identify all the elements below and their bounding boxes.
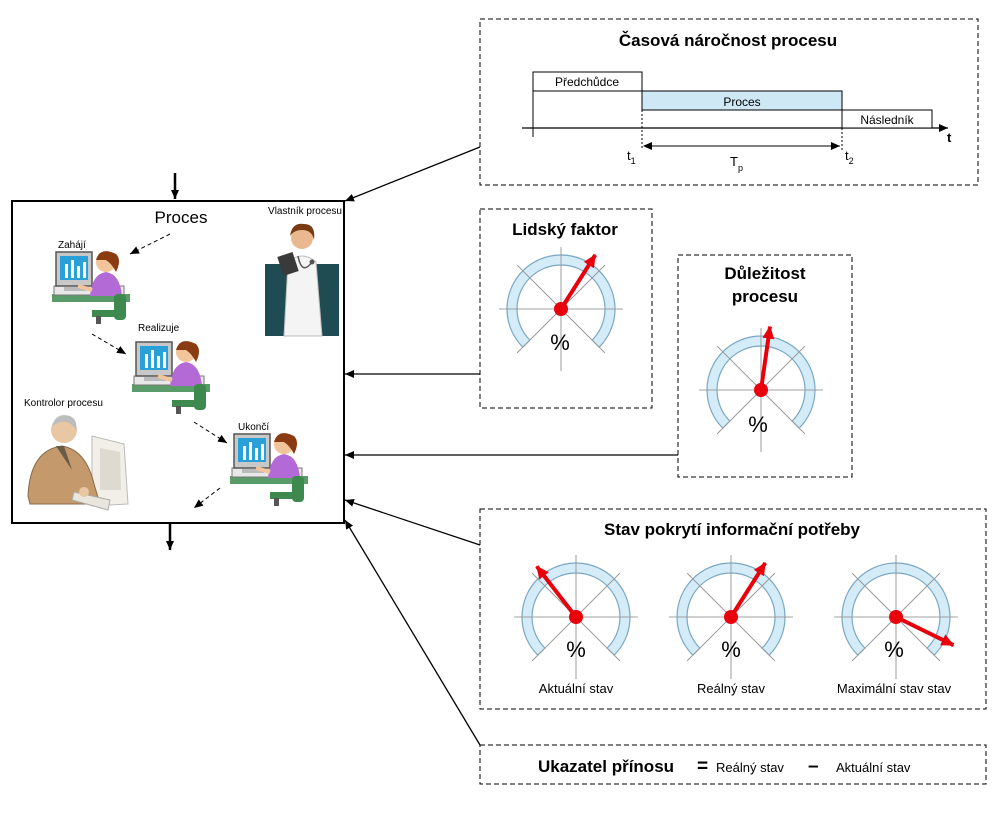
human-factor-panel: Lidský faktor % [479, 208, 653, 409]
step-realize-label: Realizuje [138, 323, 180, 334]
importance-frame [677, 254, 853, 478]
coverage-max-unit: % [884, 637, 904, 662]
doctor-icon [265, 223, 339, 337]
process-bar-label: Proces [723, 95, 760, 109]
coverage-gauge-real [669, 555, 793, 679]
benefit-equals: = [697, 756, 708, 777]
predecessor-label: Předchůdce [555, 75, 619, 89]
controller-worker-icon [27, 415, 129, 511]
gauge-needle [559, 253, 597, 311]
benefit-label: Ukazatel přínosu [538, 757, 674, 776]
t2-label: t2 [845, 148, 854, 166]
gauge-hub [569, 610, 583, 624]
connector-benefit [344, 519, 481, 746]
process-box: Proces Vlastník procesu Zahájí Realizuje… [11, 173, 345, 550]
benefit-term1: Reálný stav [716, 760, 784, 775]
flow-arrow-to-end [193, 421, 228, 444]
coverage-real-caption: Reálný stav [697, 681, 765, 696]
importance-unit: % [748, 412, 768, 437]
connector-coverage [344, 499, 481, 546]
time-panel-frame [479, 18, 979, 186]
tp-label: Tp [730, 154, 743, 173]
human-factor-frame [479, 208, 653, 409]
benefit-minus: – [808, 756, 819, 777]
flow-arrow-exit [193, 487, 221, 509]
gauge-hub [554, 302, 568, 316]
controller-label: Kontrolor procesu [24, 398, 103, 409]
coverage-panel: Stav pokrytí informační potřeby % Aktuál… [479, 508, 987, 710]
process-frame [11, 200, 345, 524]
gauge-needle [895, 615, 955, 647]
human-factor-unit: % [550, 330, 570, 355]
time-axis-label: t [947, 130, 952, 145]
gauge-hub [724, 610, 738, 624]
coverage-title: Stav pokrytí informační potřeby [604, 520, 861, 539]
gauge-hub [889, 610, 903, 624]
t1-label: t1 [627, 148, 636, 166]
benefit-term2: Aktuální stav [836, 760, 911, 775]
importance-title-line1: Důležitost [724, 264, 806, 283]
coverage-max-caption: Maximální stav stav [837, 681, 952, 696]
human-factor-title: Lidský faktor [512, 220, 618, 239]
computer-worker-icon [50, 249, 132, 326]
importance-panel: Důležitost procesu % [677, 254, 853, 478]
gauge-needle [729, 561, 767, 619]
process-title: Proces [155, 208, 208, 227]
coverage-frame [479, 508, 987, 710]
flow-arrow-to-realize [91, 333, 127, 355]
time-panel-title: Časová náročnost procesu [619, 31, 837, 50]
computer-worker-icon [228, 431, 310, 508]
importance-title-line2: procesu [732, 287, 798, 306]
step-end-label: Ukončí [238, 422, 269, 433]
human-factor-gauge [499, 247, 623, 371]
coverage-gauge-actual [514, 555, 638, 679]
importance-gauge [699, 325, 823, 452]
coverage-actual-caption: Aktuální stav [539, 681, 614, 696]
benefit-frame [479, 744, 987, 785]
gauge-needle [535, 565, 578, 619]
benefit-panel: Ukazatel přínosu = Reálný stav – Aktuáln… [479, 744, 987, 785]
flow-arrow-to-start [129, 233, 171, 255]
gauge-needle [759, 325, 775, 391]
step-start-label: Zahájí [58, 240, 86, 251]
successor-label: Následník [860, 113, 914, 127]
coverage-real-unit: % [721, 637, 741, 662]
time-panel: Časová náročnost procesu t Předchůdce Pr… [479, 18, 979, 186]
coverage-gauge-max [834, 555, 958, 679]
connector-time [344, 146, 481, 202]
computer-worker-icon [130, 339, 212, 416]
owner-label: Vlastník procesu [268, 206, 342, 217]
process-bar [641, 90, 843, 111]
gauge-hub [754, 383, 768, 397]
coverage-actual-unit: % [566, 637, 586, 662]
successor-bar [841, 109, 933, 129]
